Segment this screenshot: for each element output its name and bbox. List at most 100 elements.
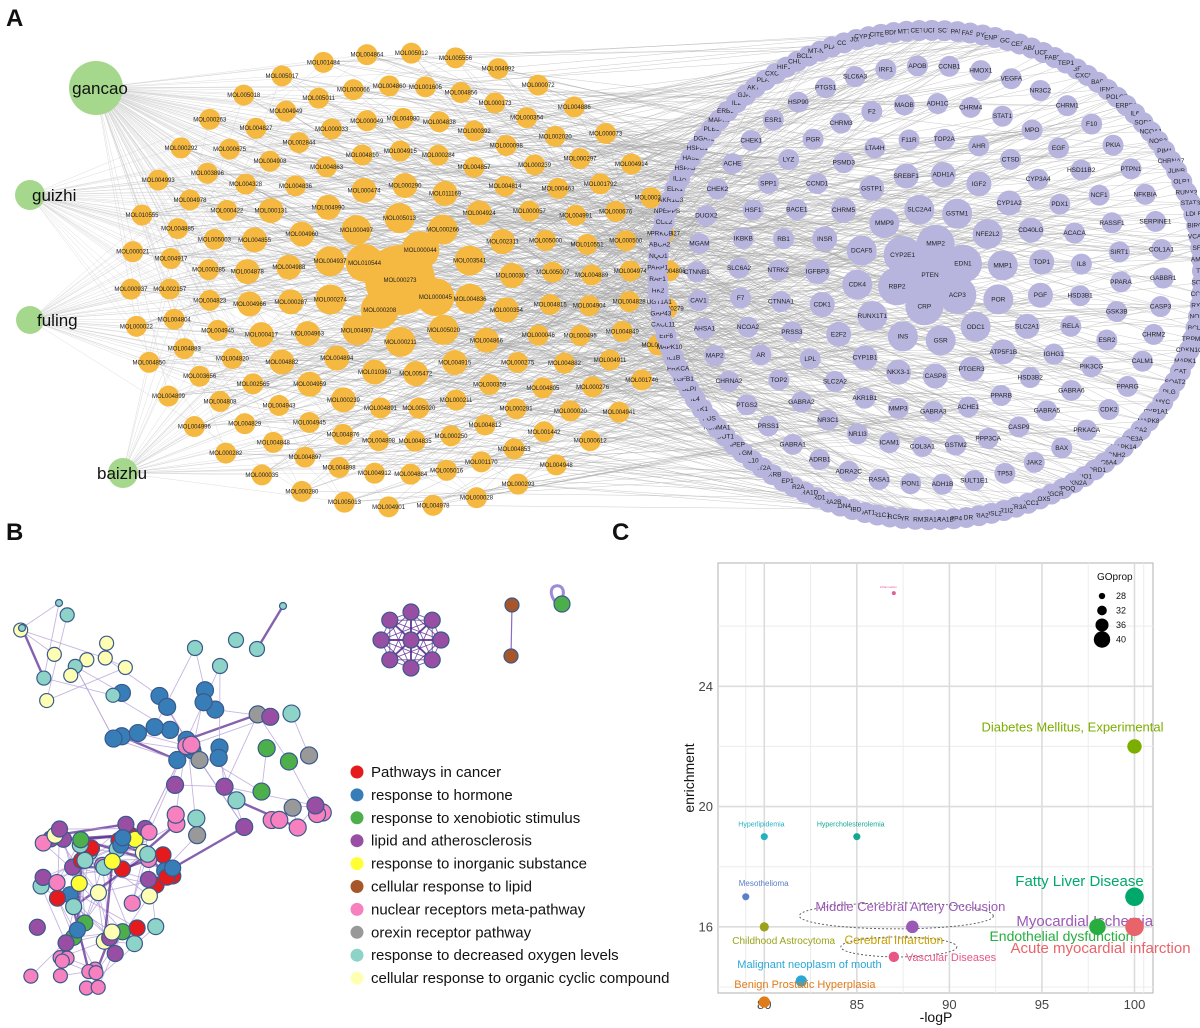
herb-compound-edge [95, 87, 439, 156]
compound-node [463, 120, 485, 142]
data-point [759, 922, 769, 932]
target-label: BCL2L1 [797, 53, 821, 60]
compound-label: MOL004808 [203, 399, 237, 405]
target-node [833, 152, 855, 174]
target-label: FOSL2 [981, 510, 1002, 517]
herb-compound-edge [122, 467, 340, 474]
target-label: HSPA5 [675, 165, 696, 172]
target-node [869, 208, 900, 239]
point-label: Diabetes Mellitus, Experimental [981, 719, 1163, 734]
target-label: UCP3 [923, 27, 941, 34]
term-node [90, 979, 106, 995]
term-node [79, 652, 95, 668]
compound-label: MOL005018 [227, 93, 261, 99]
legend-label: response to hormone [371, 787, 513, 804]
target-label: ALOX5 [1029, 496, 1050, 503]
herb-compound-edge [95, 75, 282, 89]
target-label: STAT1 [993, 113, 1013, 120]
compound-node [251, 464, 273, 486]
target-label: HTR3A [1005, 504, 1027, 511]
target-label: CYP19A1 [854, 34, 883, 41]
target-label: HSPB1 [687, 145, 709, 152]
target-node [996, 190, 1022, 216]
point-label: Myocardial Ischemia [1016, 913, 1153, 930]
compound-node [539, 293, 561, 315]
compound-node [315, 194, 341, 220]
point-label: Benign Prostatic Hyperplasia [734, 979, 876, 991]
term-node [215, 777, 234, 796]
compound-target-edge [486, 340, 1186, 362]
compound-node [454, 283, 485, 314]
herb-compound-edge [95, 87, 375, 474]
target-label: ELK1 [667, 186, 683, 193]
target-label: ADH1A [932, 172, 954, 179]
target-label: IL8 [1077, 261, 1086, 268]
target-label: F11R [901, 137, 917, 144]
target-label: AMY2A [1191, 257, 1200, 264]
compound-node [416, 278, 455, 317]
compound-target-edge [630, 140, 1159, 272]
target-label: ATP5F1B [989, 349, 1017, 356]
target-node [864, 137, 886, 159]
target-label: HSP90 [788, 99, 809, 106]
compound-node [640, 187, 662, 209]
term-node [402, 603, 420, 621]
compound-label: MOL004855 [238, 238, 272, 244]
compound-node [288, 132, 310, 154]
target-label: VEGFA [1000, 76, 1022, 83]
compound-node [269, 349, 295, 375]
target-node [736, 394, 758, 416]
term-node [88, 965, 104, 981]
target-label: IKBKB [734, 235, 753, 242]
compound-target-edge [650, 31, 958, 198]
compound-label: MOL010555 [125, 213, 159, 219]
compound-label: MOL000273 [383, 278, 417, 284]
term-node [235, 817, 254, 837]
compound-target-edge [309, 384, 1074, 483]
target-node [983, 284, 1014, 315]
target-node [1056, 95, 1078, 117]
term-node [278, 601, 288, 611]
compound-label: MOL004950 [641, 343, 675, 349]
cluster-edge [20, 629, 106, 659]
target-label: GAP43 [650, 310, 671, 317]
compound-label: MOL000297 [563, 157, 597, 163]
term-node [168, 750, 187, 770]
compound-target-edge [301, 87, 756, 492]
compound-target-edge [586, 76, 856, 245]
compound-label: MOL004853 [498, 447, 532, 453]
compound-label: MOL000392 [458, 129, 492, 135]
compound-node [248, 322, 274, 348]
target-node [1101, 212, 1123, 234]
target-node [757, 415, 779, 437]
compound-label: MOL005017 [265, 74, 299, 80]
data-point [1089, 918, 1106, 936]
target-label: SCN5A [1191, 279, 1200, 286]
herb-compound-edge [29, 194, 137, 327]
compound-target-edge [514, 448, 967, 518]
target-node [721, 153, 743, 175]
target-node [740, 129, 762, 151]
term-node [48, 889, 67, 907]
compound-label: MOL000300 [496, 273, 530, 279]
compound-label: MOL004849 [606, 329, 640, 335]
herb-compound-edge [29, 239, 255, 321]
term-node [279, 752, 299, 771]
target-label: PGR [806, 136, 820, 143]
target-label: BAD [1091, 79, 1105, 86]
compound-target-edge [534, 164, 1161, 307]
herb-compound-edge [95, 87, 178, 229]
highlight-ellipse [798, 902, 994, 930]
target-node [1152, 267, 1174, 289]
target-node [781, 321, 803, 343]
compound-target-edge [225, 452, 1074, 483]
herb-compound-edge [122, 376, 200, 474]
target-label: CCNA2 [1191, 291, 1200, 298]
data-point [906, 920, 919, 934]
target-node [1036, 400, 1058, 422]
target-label: HSF1 [745, 207, 762, 214]
compound-node [308, 87, 330, 109]
herb-compound-edge [29, 164, 535, 196]
target-node [846, 235, 877, 266]
compound-target-edge [494, 102, 1177, 172]
